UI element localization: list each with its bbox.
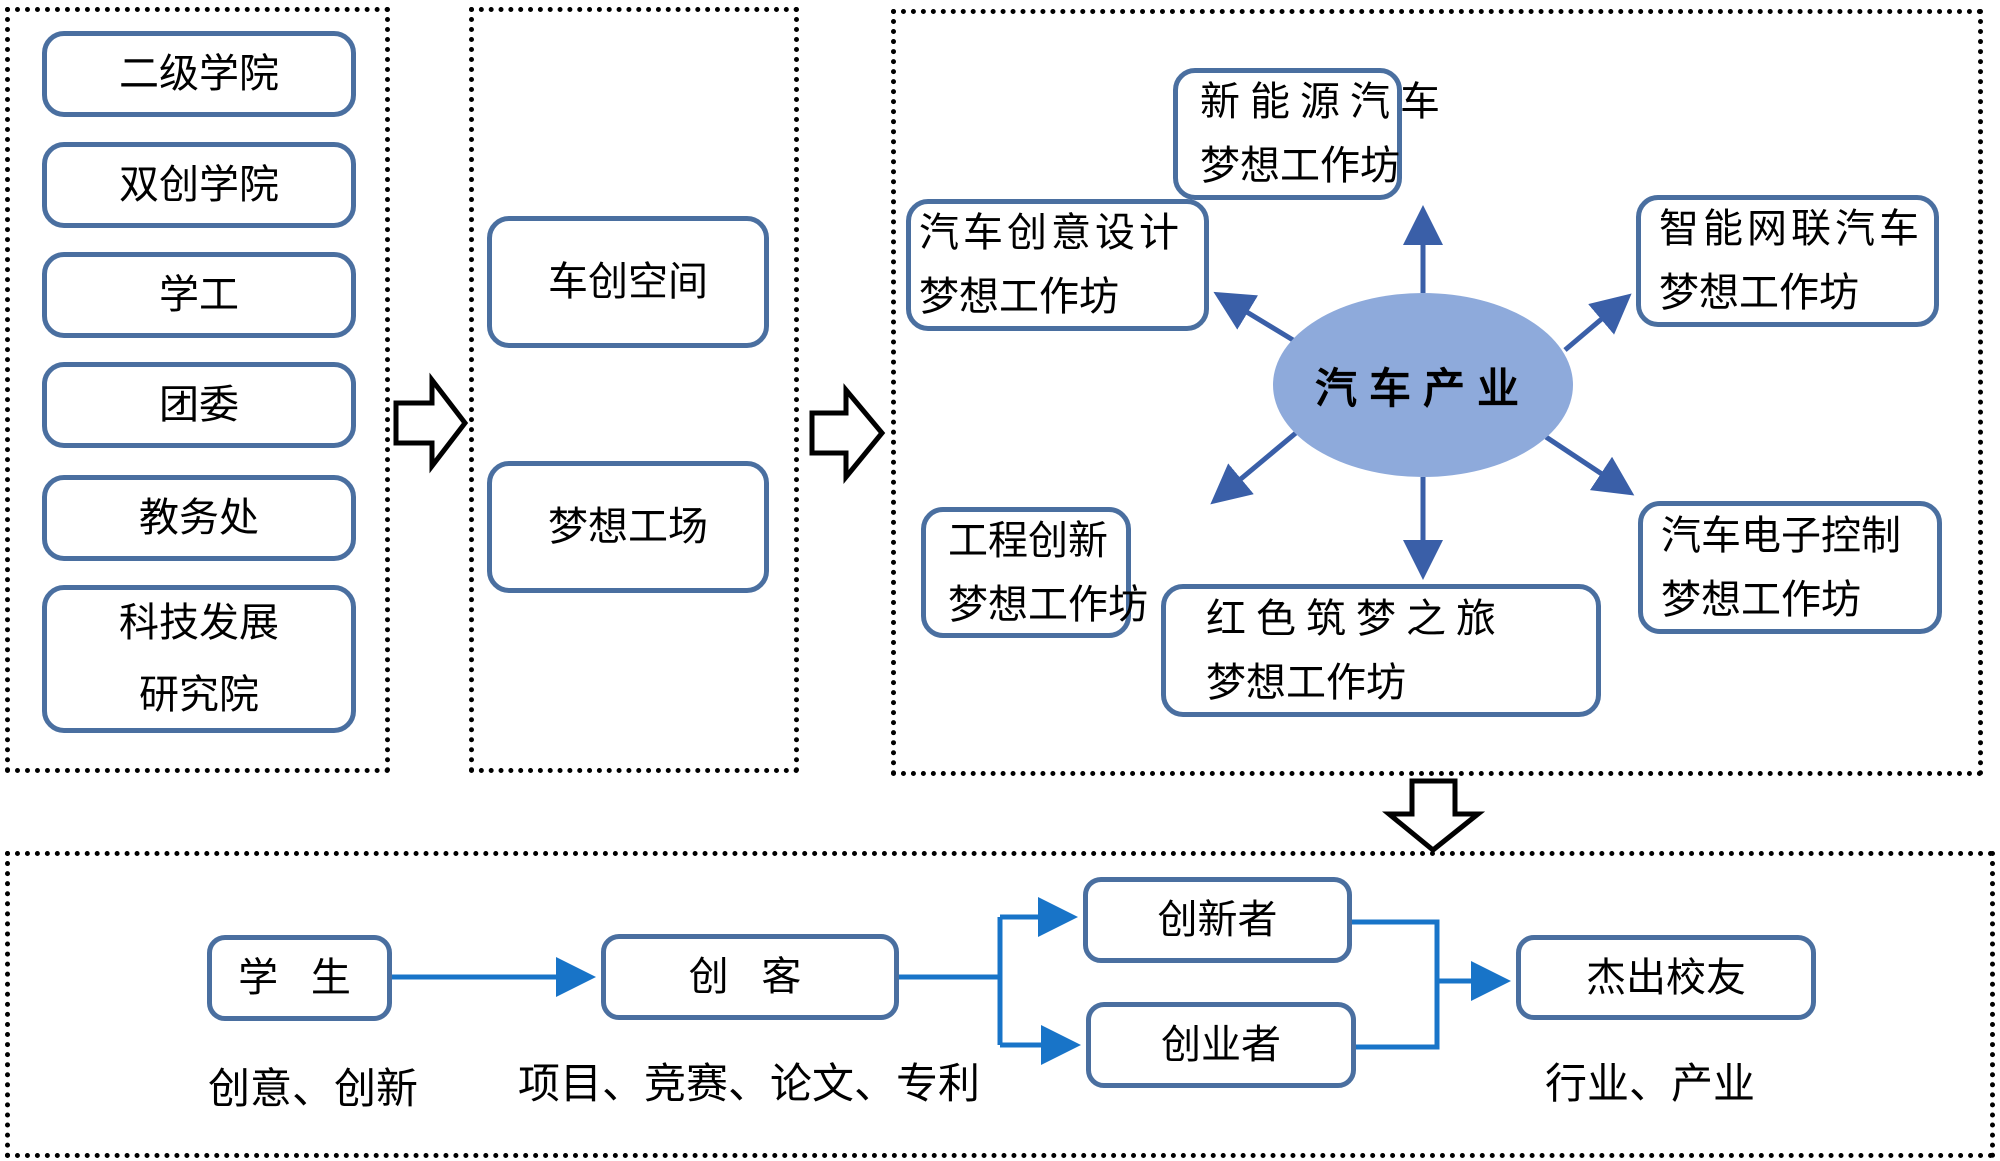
stage1-item-label: 科技发展: [119, 600, 279, 646]
hub-label: 汽车产业: [1314, 363, 1531, 413]
workshop-subtitle: 梦想工作坊: [1661, 576, 1861, 623]
flow-arrow-stage1-to-stage2: [393, 372, 469, 474]
caption-maker: 项目、竞赛、论文、专利: [518, 1059, 981, 1108]
node-label: 创业者: [1161, 1022, 1281, 1068]
stage2-item-car-space: 车创空间: [487, 216, 769, 348]
workshop-new-energy: 新能源汽车 梦想工作坊: [1173, 68, 1440, 200]
stage1-item-label: 双创学院: [119, 162, 279, 208]
workshop-electronic-control: 汽车电子控制 梦想工作坊: [1638, 501, 1942, 634]
stage2-item-label: 梦想工场: [548, 504, 708, 550]
stage1-item-academic-affairs: 教务处: [42, 475, 356, 561]
node-student: 学 生: [207, 935, 392, 1021]
workshop-subtitle: 梦想工作坊: [1200, 143, 1400, 189]
stage1-item-label: 教务处: [139, 495, 259, 541]
node-label: 创 客: [688, 954, 812, 1000]
workshop-subtitle: 梦想工作坊: [1659, 270, 1859, 316]
stage1-item-youth-league: 团委: [42, 362, 356, 448]
hub-automotive-industry: 汽车产业: [1273, 293, 1573, 477]
stage2-item-dream-factory: 梦想工场: [487, 461, 769, 593]
workshop-title: 新能源汽车: [1200, 79, 1450, 125]
stage1-item-tech-institute: 科技发展 研究院: [42, 585, 356, 733]
node-maker: 创 客: [601, 934, 899, 1020]
stage1-item-label: 学工: [159, 272, 239, 318]
stage1-frame: [5, 7, 390, 773]
stage1-item-label: 二级学院: [119, 51, 279, 97]
workshop-subtitle: 梦想工作坊: [948, 581, 1148, 628]
workshop-title: 汽车创意设计: [919, 210, 1183, 256]
flow-arrow-stage3-to-pathway: [1381, 778, 1486, 854]
stage1-item-student-affairs: 学工: [42, 252, 356, 338]
stage2-item-label: 车创空间: [548, 259, 708, 305]
workshop-connected-vehicle: 智能网联汽车 梦想工作坊: [1636, 195, 1939, 327]
node-innovator: 创新者: [1083, 877, 1352, 963]
flow-arrow-stage2-to-stage3: [809, 383, 886, 485]
stage2-frame: [469, 7, 799, 773]
workshop-subtitle: 梦想工作坊: [1206, 659, 1406, 706]
workshop-subtitle: 梦想工作坊: [919, 274, 1119, 320]
workshop-title: 汽车电子控制: [1661, 512, 1901, 559]
node-alumni: 杰出校友: [1516, 935, 1816, 1020]
stage1-item-innovation-college: 双创学院: [42, 142, 356, 228]
stage1-item-label: 团委: [159, 382, 239, 428]
workshop-red-dream-journey: 红色筑梦之旅 梦想工作坊: [1161, 584, 1601, 717]
workshop-engineering-innovation: 工程创新 梦想工作坊: [921, 507, 1148, 638]
caption-alumni: 行业、产业: [1545, 1059, 1756, 1108]
stage1-item-secondary-college: 二级学院: [42, 31, 356, 117]
workshop-title: 工程创新: [948, 517, 1108, 564]
workshop-title: 红色筑梦之旅: [1206, 595, 1506, 642]
stage3-frame: [891, 9, 1983, 776]
node-label: 创新者: [1157, 897, 1278, 943]
workshop-title: 智能网联汽车: [1659, 206, 1923, 252]
stage1-item-label: 研究院: [139, 672, 259, 718]
node-label: 学 生: [238, 955, 361, 1001]
node-label: 杰出校友: [1586, 954, 1746, 1001]
node-entrepreneur: 创业者: [1086, 1002, 1356, 1088]
workshop-creative-design: 汽车创意设计 梦想工作坊: [906, 199, 1209, 331]
pathway-frame: [5, 851, 1995, 1158]
caption-student: 创意、创新: [208, 1064, 419, 1113]
